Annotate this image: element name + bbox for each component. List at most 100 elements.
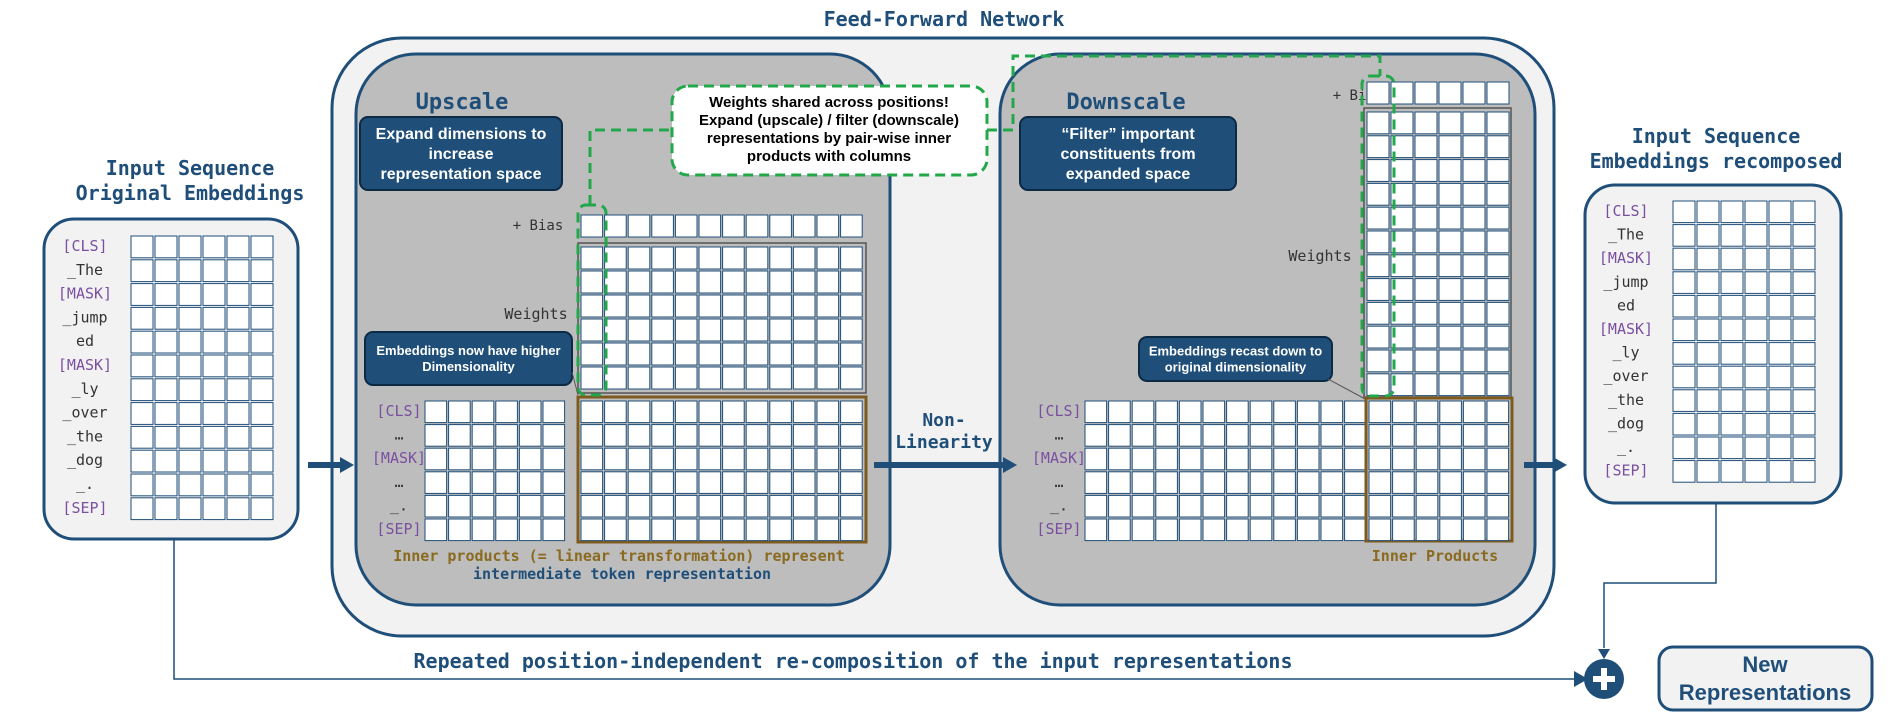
grid-cell [1486, 182, 1510, 206]
grid-cell [1696, 460, 1720, 483]
grid-cell [698, 471, 722, 494]
grid-cell [448, 447, 471, 471]
grid-cell [1131, 518, 1155, 542]
grid-cell [1390, 254, 1414, 278]
grid-cell [1720, 224, 1744, 247]
grid-cell [1296, 471, 1320, 494]
grid-cell [130, 378, 154, 402]
grid-cell [202, 497, 226, 521]
grid-cell [816, 366, 840, 390]
grid-cell [1462, 424, 1486, 447]
output-to-sum-head [1598, 649, 1610, 659]
grid-cell [698, 400, 722, 424]
filter-callout-text: “Filter” important [1061, 126, 1195, 143]
grid-cell [1462, 81, 1486, 105]
grid-cell [1415, 518, 1439, 542]
grid-cell [1792, 412, 1816, 436]
grid-cell [1768, 318, 1792, 342]
upscale-inner-products-grid [580, 400, 863, 542]
grid-cell [1392, 424, 1415, 447]
grid-cell [202, 306, 226, 330]
grid-cell [448, 424, 471, 447]
grid-cell [792, 447, 816, 471]
grid-cell [1178, 447, 1202, 471]
grid-cell [816, 400, 840, 424]
input-token: _ly [71, 380, 98, 398]
grid-cell [1084, 518, 1108, 542]
grid-cell [840, 366, 863, 390]
grid-cell [1366, 254, 1390, 278]
grid-cell [1672, 412, 1696, 436]
grid-cell [1696, 318, 1720, 342]
grid-cell [154, 402, 178, 425]
grid-cell [1744, 318, 1768, 342]
grid-cell [580, 447, 604, 471]
grid-cell [1084, 471, 1108, 494]
grid-cell [1390, 182, 1414, 206]
grid-cell [1155, 400, 1178, 424]
grid-cell [542, 447, 566, 471]
input-token: _The [67, 261, 103, 279]
grid-cell [1486, 230, 1510, 254]
output-title-line1: Input Sequence [1632, 124, 1801, 148]
grid-cell [1462, 182, 1486, 206]
grid-cell [1438, 81, 1462, 105]
grid-cell [1414, 159, 1438, 182]
grid-cell [1155, 447, 1178, 471]
grid-cell [840, 342, 863, 366]
higher-dim-callout-text: Dimensionality [422, 359, 515, 374]
grid-cell [1155, 518, 1178, 542]
grid-cell [769, 494, 792, 518]
grid-cell [130, 330, 154, 354]
grid-cell [722, 318, 745, 342]
grid-cell [1696, 247, 1720, 271]
grid-cell [1414, 373, 1438, 397]
grid-cell [1720, 200, 1744, 224]
grid-cell [178, 378, 202, 402]
grid-cell [1226, 424, 1249, 447]
grid-cell [154, 449, 178, 473]
grid-cell [1273, 400, 1296, 424]
grid-cell [745, 471, 769, 494]
grid-cell [202, 378, 226, 402]
grid-cell [471, 447, 495, 471]
grid-cell [1672, 271, 1696, 294]
grid-cell [1368, 471, 1392, 494]
grid-cell [178, 283, 202, 306]
grid-cell [1462, 111, 1486, 135]
grid-cell [1108, 518, 1131, 542]
input-title-line2: Original Embeddings [76, 181, 305, 205]
grid-cell [495, 447, 518, 471]
shared-weights-text: representations by pair-wise inner [707, 130, 951, 147]
grid-cell [1414, 81, 1438, 105]
grid-cell [1486, 206, 1510, 230]
grid-cell [542, 518, 566, 542]
grid-cell [792, 400, 816, 424]
grid-cell [1390, 206, 1414, 230]
grid-cell [651, 424, 674, 447]
downscale-token: [MASK] [1032, 449, 1086, 467]
grid-cell [1390, 301, 1414, 325]
grid-cell [769, 214, 792, 238]
grid-cell [1084, 424, 1108, 447]
grid-cell [1414, 325, 1438, 349]
grid-cell [674, 400, 698, 424]
grid-cell [202, 402, 226, 425]
grid-cell [1486, 349, 1510, 373]
grid-cell [698, 318, 722, 342]
upscale-token: _. [390, 496, 408, 514]
grid-cell [1462, 518, 1486, 542]
grid-cell [1438, 111, 1462, 135]
shared-row-highlight [1360, 74, 1396, 398]
grid-cell [518, 400, 542, 424]
grid-cell [1202, 518, 1226, 542]
grid-cell [1792, 365, 1816, 389]
grid-cell [1720, 271, 1744, 294]
grid-cell [1768, 271, 1792, 294]
filter-callout-text: constituents from [1060, 146, 1195, 163]
output-to-sum-line [1603, 503, 1717, 648]
grid-cell [1366, 373, 1390, 397]
grid-cell [604, 214, 627, 238]
upscale-inner-products-frame [576, 395, 868, 544]
grid-cell [698, 518, 722, 542]
